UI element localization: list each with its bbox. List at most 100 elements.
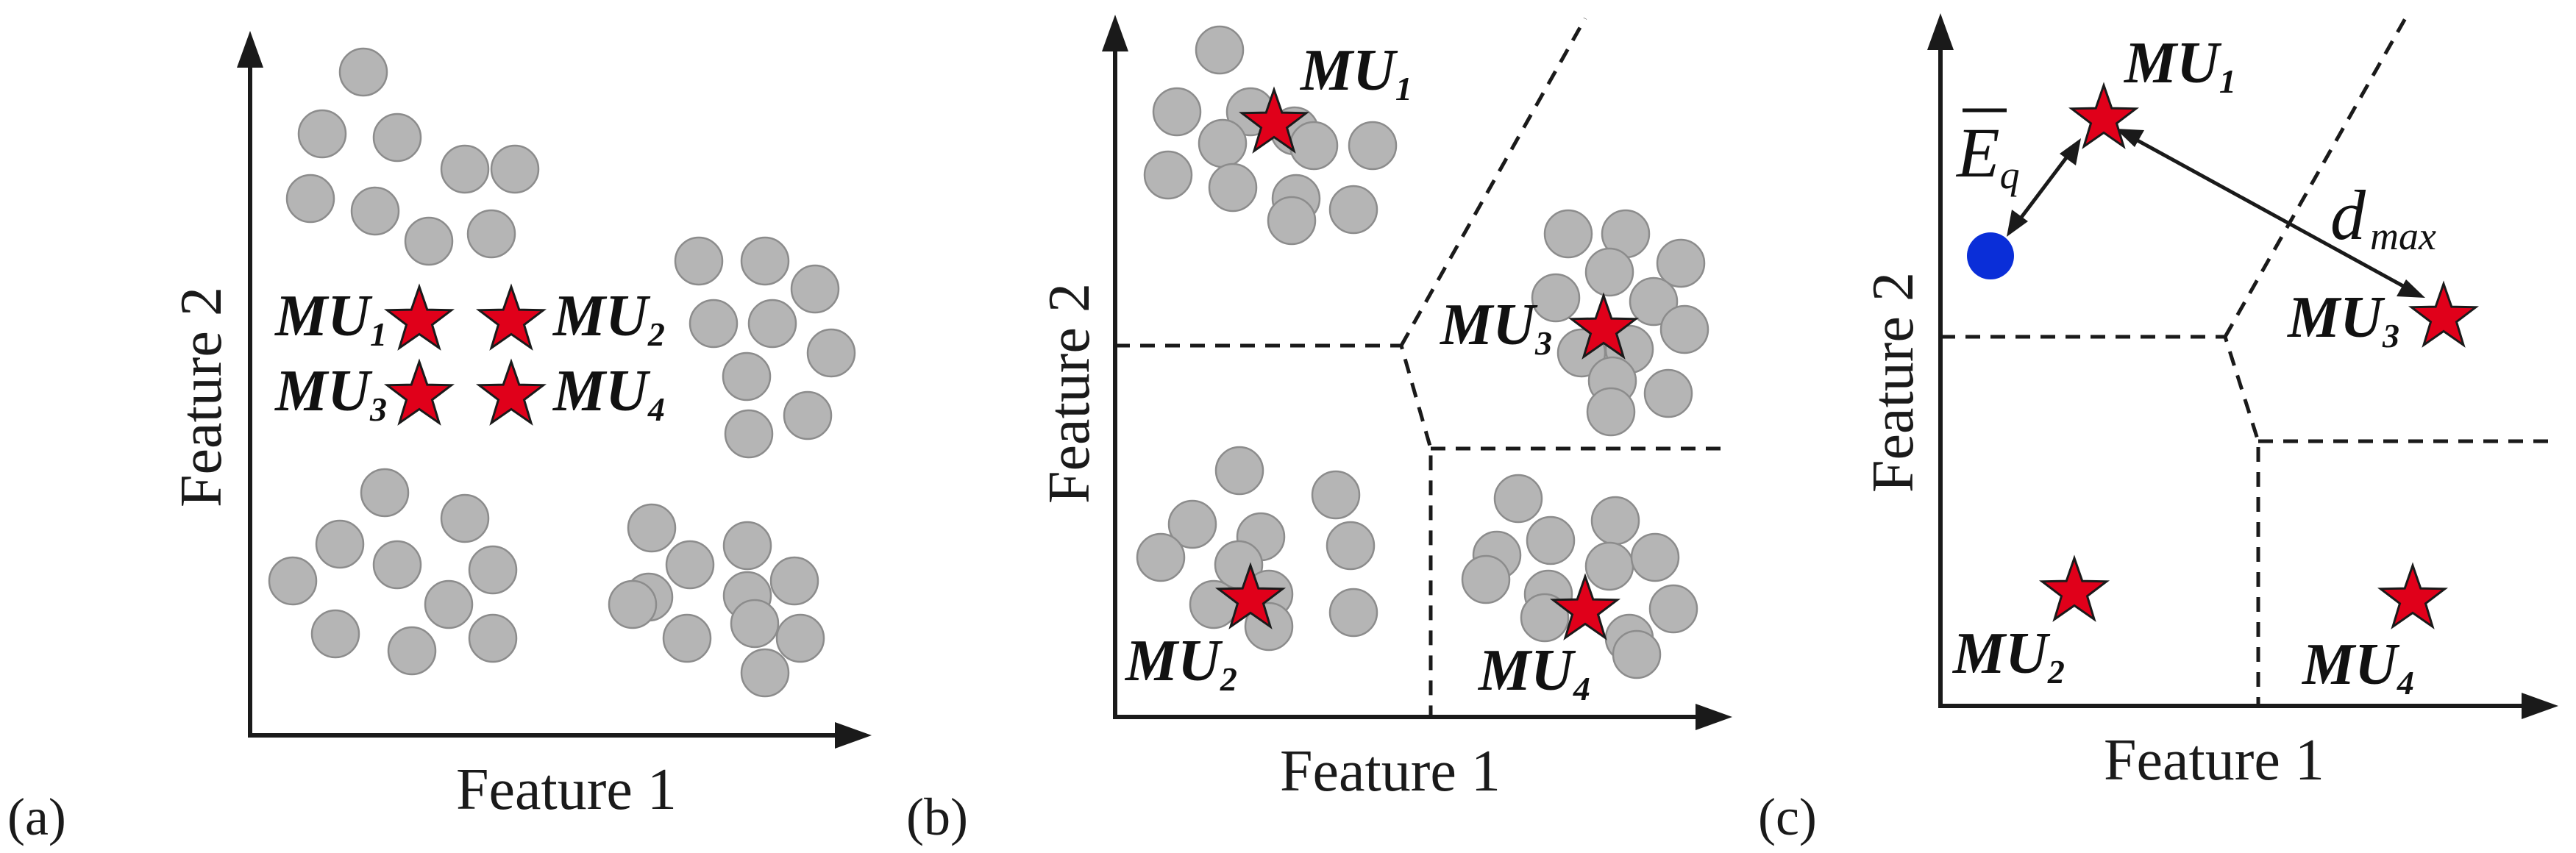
unit-star-icon [385, 360, 453, 424]
data-point [775, 613, 825, 663]
data-point [1326, 521, 1376, 571]
arrow-head-icon [2397, 279, 2425, 298]
data-point [783, 390, 833, 440]
data-point [1143, 150, 1193, 200]
panel-a: Feature 1 Feature 2 (a) [7, 31, 872, 846]
data-point [1348, 121, 1398, 171]
data-point [424, 579, 474, 629]
y-axis-label: Feature 2 [169, 287, 234, 507]
data-point [1195, 25, 1245, 75]
data-point [1311, 470, 1361, 520]
data-point [1289, 121, 1339, 171]
unit-star-icon [2379, 564, 2447, 628]
unit-label-mu1: MU1 [274, 284, 387, 353]
panel-b-axes [1102, 15, 1732, 730]
error-arrow-line [2012, 146, 2076, 229]
panel-a-axes [237, 31, 872, 749]
data-point [608, 579, 658, 629]
x-axis-arrow-icon [2522, 693, 2558, 719]
data-point [674, 236, 724, 286]
data-point [1630, 532, 1680, 582]
data-point [740, 648, 790, 698]
unit-label-mu3: MU3 [1439, 293, 1552, 362]
data-point [297, 109, 347, 159]
boundary-line [2223, 17, 2408, 338]
arrow-head-icon [2007, 210, 2028, 237]
data-point [730, 599, 780, 649]
panel-c-axes [1927, 13, 2558, 719]
arrow-head-icon [2060, 138, 2081, 165]
data-point [490, 144, 540, 194]
unit-label-mu2: MU2 [1951, 621, 2065, 690]
y-axis-label: Feature 2 [1861, 272, 1926, 493]
data-point [769, 556, 819, 606]
x-axis-label: Feature 1 [456, 757, 677, 822]
panel-b: Feature 1 Feature 2 (b) [906, 15, 1732, 846]
unit-label-mu4: MU4 [2301, 632, 2414, 702]
data-point [268, 556, 318, 606]
data-point [372, 540, 422, 590]
sample-point-icon [1967, 232, 2014, 279]
data-point [387, 626, 437, 676]
data-point [740, 236, 790, 286]
panel-c-distance-arrows [2007, 129, 2425, 298]
data-point [689, 299, 739, 349]
data-point [1531, 273, 1581, 323]
data-point [665, 540, 715, 590]
data-point [1584, 247, 1634, 297]
x-axis-arrow-icon [835, 722, 872, 749]
data-point [1648, 584, 1698, 634]
data-point [1136, 532, 1186, 582]
data-point [310, 609, 360, 659]
x-axis-label: Feature 1 [2104, 728, 2324, 793]
boundary-line [1115, 343, 1433, 717]
data-point [724, 409, 774, 459]
data-point [747, 299, 797, 349]
y-axis-label: Feature 2 [1037, 283, 1102, 504]
data-point [1629, 276, 1679, 326]
data-point [360, 468, 410, 518]
y-axis-arrow-icon [1927, 13, 1954, 50]
data-point [1612, 629, 1662, 679]
data-point [1526, 515, 1576, 565]
data-point [468, 613, 518, 663]
panel-b-data-points [1136, 25, 1709, 679]
boundary-line [1399, 17, 1587, 347]
data-point [722, 521, 772, 571]
unit-star-icon [2040, 557, 2108, 621]
data-point [350, 186, 400, 236]
data-point [404, 216, 454, 266]
panel-a-data-points [268, 47, 856, 698]
data-point [1493, 474, 1543, 524]
panel-label: (b) [906, 788, 968, 846]
data-point [466, 209, 516, 259]
data-point [468, 545, 518, 595]
unit-star-icon [477, 285, 545, 349]
data-point [722, 351, 772, 401]
data-point [627, 503, 677, 553]
data-point [315, 519, 365, 569]
data-point [1328, 185, 1378, 235]
data-point [1643, 368, 1693, 418]
data-point [1656, 238, 1706, 288]
panel-b-region-boundaries [1115, 17, 1729, 717]
panel-label: (a) [7, 788, 66, 846]
y-axis-arrow-icon [237, 31, 263, 68]
unit-label-mu3: MU3 [274, 359, 387, 428]
x-axis-label: Feature 1 [1280, 739, 1501, 804]
distance-max-line [2128, 134, 2413, 293]
unit-label-mu4: MU4 [1477, 638, 1590, 707]
data-point [1584, 541, 1634, 591]
data-point [1328, 588, 1378, 638]
data-point [338, 47, 388, 97]
unit-star-icon [2410, 282, 2477, 346]
unit-label-mu3: MU3 [2286, 285, 2399, 354]
data-point [285, 174, 335, 224]
data-point [1586, 387, 1636, 437]
data-point [1267, 196, 1317, 246]
data-point [1214, 446, 1264, 496]
data-point [1167, 499, 1217, 549]
data-point [1198, 118, 1248, 168]
